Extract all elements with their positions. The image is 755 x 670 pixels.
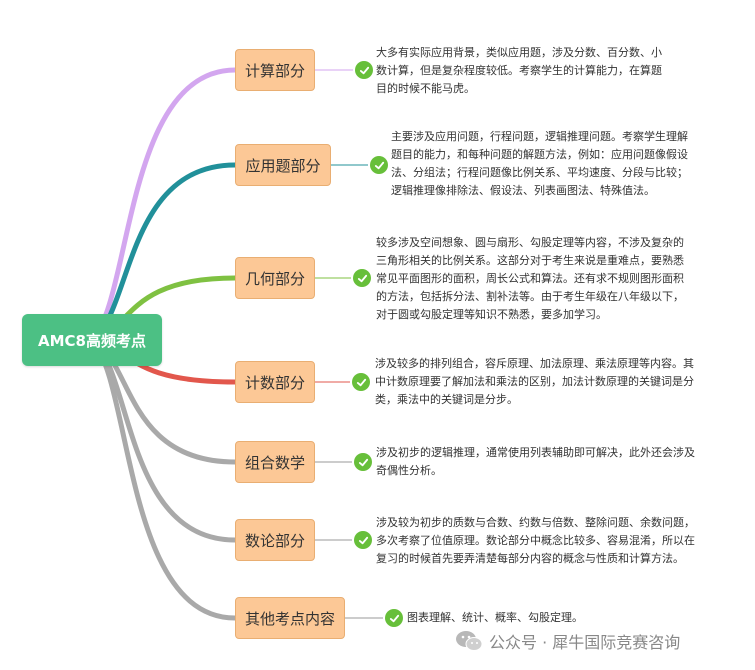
topic-label: 计算部分	[244, 61, 305, 80]
topic-node: 其他考点内容	[235, 597, 345, 639]
topic-label: 计数部分	[244, 373, 305, 392]
root-node: AMC8高频考点	[22, 314, 162, 366]
topic-description: 主要涉及应用问题，行程问题，逻辑推理问题。考察学生理解 题目的能力，和每种问题的…	[391, 130, 688, 197]
watermark-text: 公众号 · 犀牛国际竞赛咨询	[489, 633, 681, 652]
check-circle-icon	[355, 61, 373, 79]
topic-label: 几何部分	[244, 269, 305, 288]
topic-node: 几何部分	[235, 257, 315, 299]
check-circle-icon	[370, 156, 388, 174]
topic-description: 涉及较多的排列组合，容斥原理、加法原理、乘法原理等内容。其 中计数原理要了解加法…	[375, 357, 694, 406]
topic-label: 组合数学	[244, 453, 305, 472]
root-label: AMC8高频考点	[38, 331, 146, 350]
topic-description: 大多有实际应用背景，类似应用题，涉及分数、百分数、小 数计算，但是复杂程度较低。…	[376, 46, 662, 95]
topic-description: 涉及较为初步的质数与合数、约数与倍数、整除问题、余数问题， 多次考察了位值原理。…	[376, 516, 695, 565]
branch-connector	[89, 67, 238, 343]
topic-node: 计数部分	[235, 361, 315, 403]
check-circle-icon	[352, 373, 370, 391]
topic-node: 计算部分	[235, 49, 315, 91]
topic-node: 应用题部分	[235, 144, 331, 186]
wechat-icon	[456, 631, 483, 651]
check-circle-icon	[354, 531, 372, 549]
check-circle-icon	[354, 453, 372, 471]
topic-description: 涉及初步的逻辑推理，通常使用列表辅助即可解决，此外还会涉及 奇偶性分析。	[376, 446, 695, 477]
check-circle-icon	[385, 609, 403, 627]
topic-label: 其他考点内容	[244, 609, 335, 628]
topic-node: 数论部分	[235, 519, 315, 561]
topic-description: 较多涉及空间想象、圆与扇形、勾股定理等内容，不涉及复杂的 三角形相关的比例关系。…	[376, 236, 684, 321]
topic-node: 组合数学	[235, 441, 315, 483]
topic-label: 应用题部分	[245, 156, 321, 175]
branch-connector	[89, 337, 238, 621]
topic-label: 数论部分	[244, 531, 305, 550]
topic-description: 图表理解、统计、概率、勾股定理。	[407, 611, 583, 624]
check-circle-icon	[353, 269, 371, 287]
watermark: 公众号 · 犀牛国际竞赛咨询	[455, 626, 680, 656]
